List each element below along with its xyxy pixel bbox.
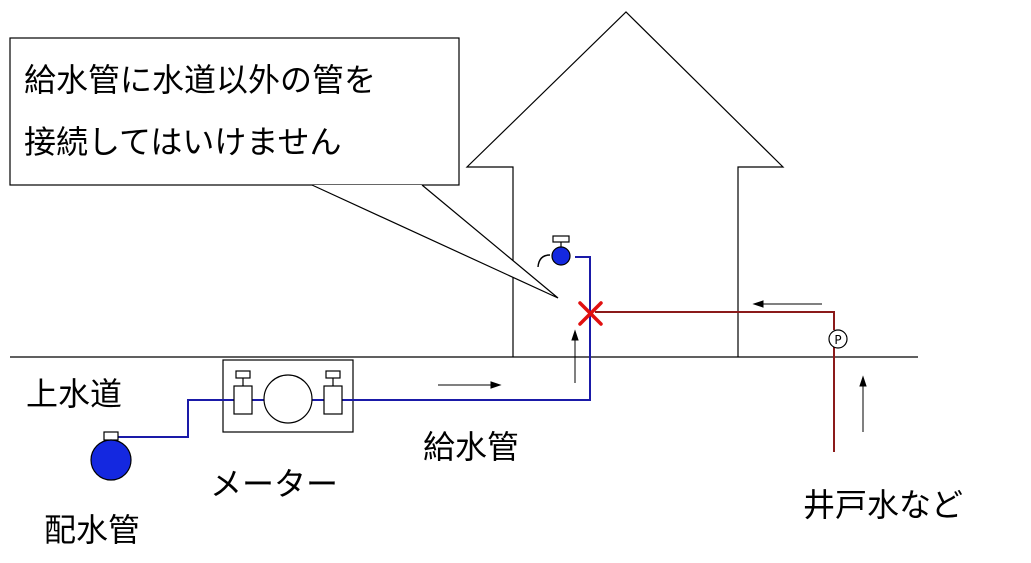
well-water-label: 井戸水など [803,486,964,524]
distribution-pipe-label: 配水管 [44,511,141,549]
callout-box [9,37,460,186]
meter-valve-left [233,370,253,415]
prohibited-x-mark [578,301,603,326]
callout-line-1: 給水管に水道以外の管を [24,61,377,99]
distribution-pipe-valve [90,431,132,481]
meter-valve-right [323,370,343,415]
flow-arrow-left-well [752,300,822,308]
flow-arrow-right [438,381,502,389]
meter-dial [263,374,313,424]
water-main-label: 上水道 [26,375,123,413]
callout-line-2: 接続してはいけません [24,123,342,161]
service-pipe-label: 給水管 [423,428,520,466]
house-outline [465,11,785,357]
flow-arrow-up-service [571,329,579,383]
flow-arrow-up-well [859,375,867,432]
well-pipe [595,311,835,330]
faucet-icon [537,235,571,268]
callout-pointer-outline [311,184,559,299]
pump-icon: P [828,329,848,349]
pump-label: P [834,333,841,347]
meter-label: メーター [210,465,339,503]
